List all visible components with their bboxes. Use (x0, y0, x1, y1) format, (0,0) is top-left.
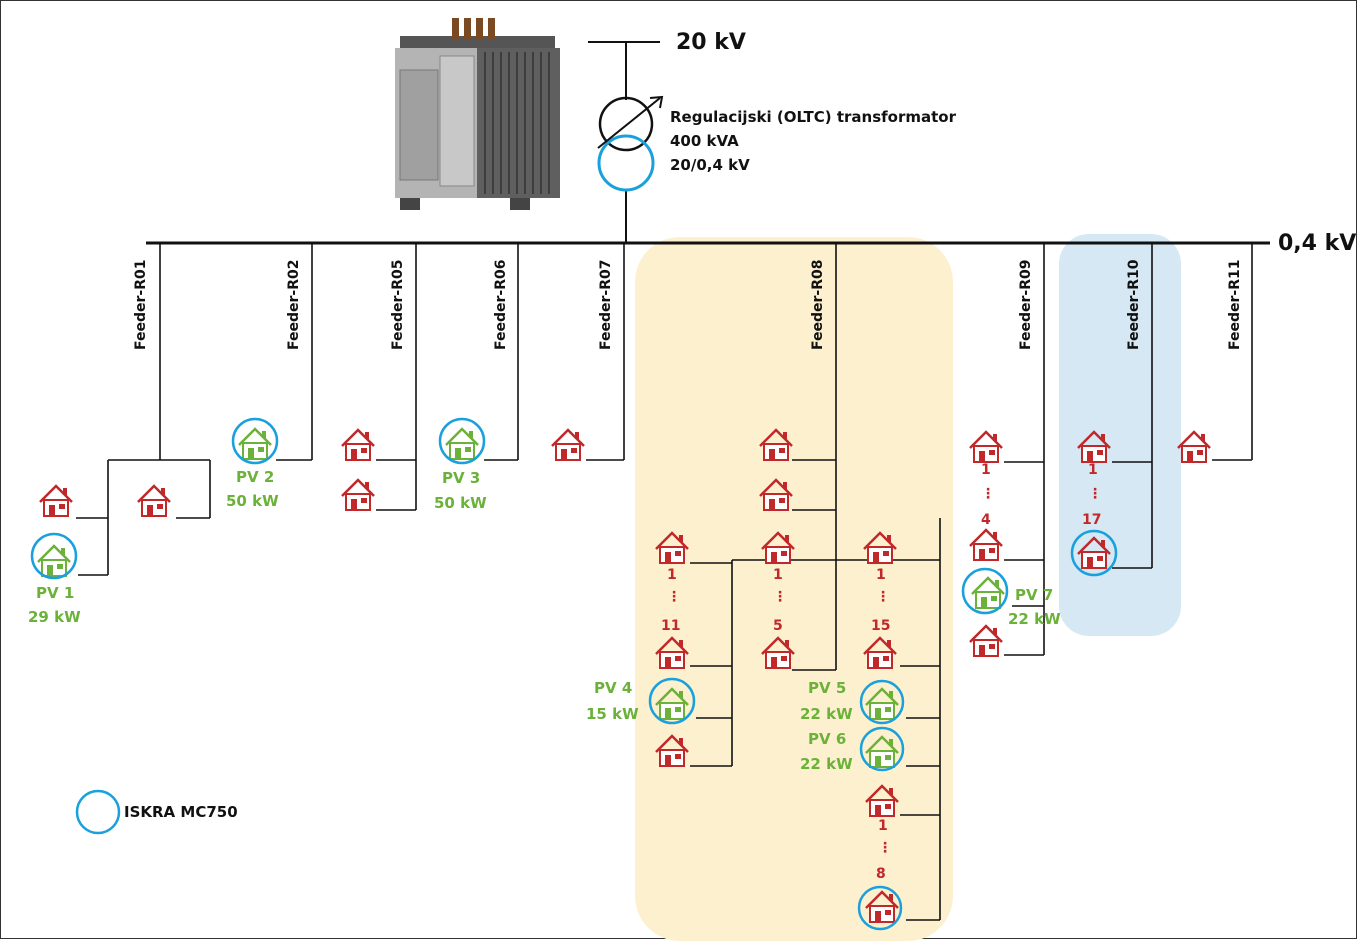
count-start: 1 (878, 818, 888, 834)
house-icon (970, 432, 1002, 462)
transformer-image (395, 18, 560, 210)
feeder-label-r09: Feeder-R09 (1018, 260, 1034, 350)
pv-3-power: 50 kW (434, 492, 487, 514)
count-ellipsis: ⋮ (981, 486, 995, 502)
count-end: 11 (661, 618, 680, 634)
pv-house-icon (972, 578, 1004, 608)
count-start: 1 (1088, 462, 1098, 478)
feeder-label-r05: Feeder-R05 (390, 260, 406, 350)
pv-4-name: PV 4 (594, 677, 632, 699)
pv-2-power: 50 kW (226, 490, 279, 512)
pv-5-name: PV 5 (808, 677, 846, 699)
pv-6-name: PV 6 (808, 728, 846, 750)
feeder-label-r02: Feeder-R02 (286, 260, 302, 350)
count-end: 15 (871, 618, 890, 634)
feeder-label-r06: Feeder-R06 (493, 260, 509, 350)
pv-7-name: PV 7 (1015, 584, 1053, 606)
oltc-winding-lv (599, 136, 653, 190)
house-icon (40, 486, 72, 516)
count-end: 5 (773, 618, 783, 634)
pv-1-power: 29 kW (28, 606, 81, 628)
zone-feeder-r10 (1059, 234, 1181, 636)
transformer-ratio: 20/0,4 kV (670, 154, 750, 177)
transformer-rating: 400 kVA (670, 130, 739, 153)
zone-feeder-r08 (635, 237, 953, 941)
house-icon (342, 430, 374, 460)
house-icon (552, 430, 584, 460)
count-start: 1 (981, 462, 991, 478)
pv-house-icon (446, 429, 478, 459)
count-start: 1 (876, 567, 886, 583)
house-icon (138, 486, 170, 516)
count-ellipsis: ⋮ (773, 589, 787, 605)
count-end: 17 (1082, 512, 1101, 528)
pv-1-name: PV 1 (36, 582, 74, 604)
transformer-title: Regulacijski (OLTC) transformator (670, 106, 956, 129)
hv-busbar (588, 42, 660, 244)
pv-5-power: 22 kW (800, 703, 853, 725)
pv-house-icon (239, 429, 271, 459)
hv-voltage-label: 20 kV (676, 30, 746, 55)
house-icon (970, 626, 1002, 656)
pv-7-power: 22 kW (1008, 608, 1061, 630)
count-ellipsis: ⋮ (878, 840, 892, 856)
count-ellipsis: ⋮ (1088, 486, 1102, 502)
pv-house-icon (38, 546, 70, 576)
feeder-label-r11: Feeder-R11 (1227, 260, 1243, 350)
pv-2-name: PV 2 (236, 466, 274, 488)
meter-circles (32, 419, 1116, 929)
feeder-label-r08: Feeder-R08 (810, 260, 826, 350)
feeder-label-r01: Feeder-R01 (133, 260, 149, 350)
pv-6-power: 22 kW (800, 753, 853, 775)
count-start: 1 (773, 567, 783, 583)
house-icon (970, 530, 1002, 560)
lv-voltage-label: 0,4 kV (1278, 231, 1356, 256)
house-icon (342, 480, 374, 510)
legend-label: ISKRA MC750 (124, 801, 238, 824)
count-start: 1 (667, 567, 677, 583)
count-end: 8 (876, 866, 886, 882)
count-ellipsis: ⋮ (667, 589, 681, 605)
count-end: 4 (981, 512, 991, 528)
count-ellipsis: ⋮ (876, 589, 890, 605)
feeder-label-r07: Feeder-R07 (598, 260, 614, 350)
feeder-label-r10: Feeder-R10 (1126, 260, 1142, 350)
pv-3-name: PV 3 (442, 467, 480, 489)
pv-4-power: 15 kW (586, 703, 639, 725)
house-icon (1178, 432, 1210, 462)
consumer-houses (40, 430, 1210, 922)
legend-meter-symbol (77, 791, 119, 833)
